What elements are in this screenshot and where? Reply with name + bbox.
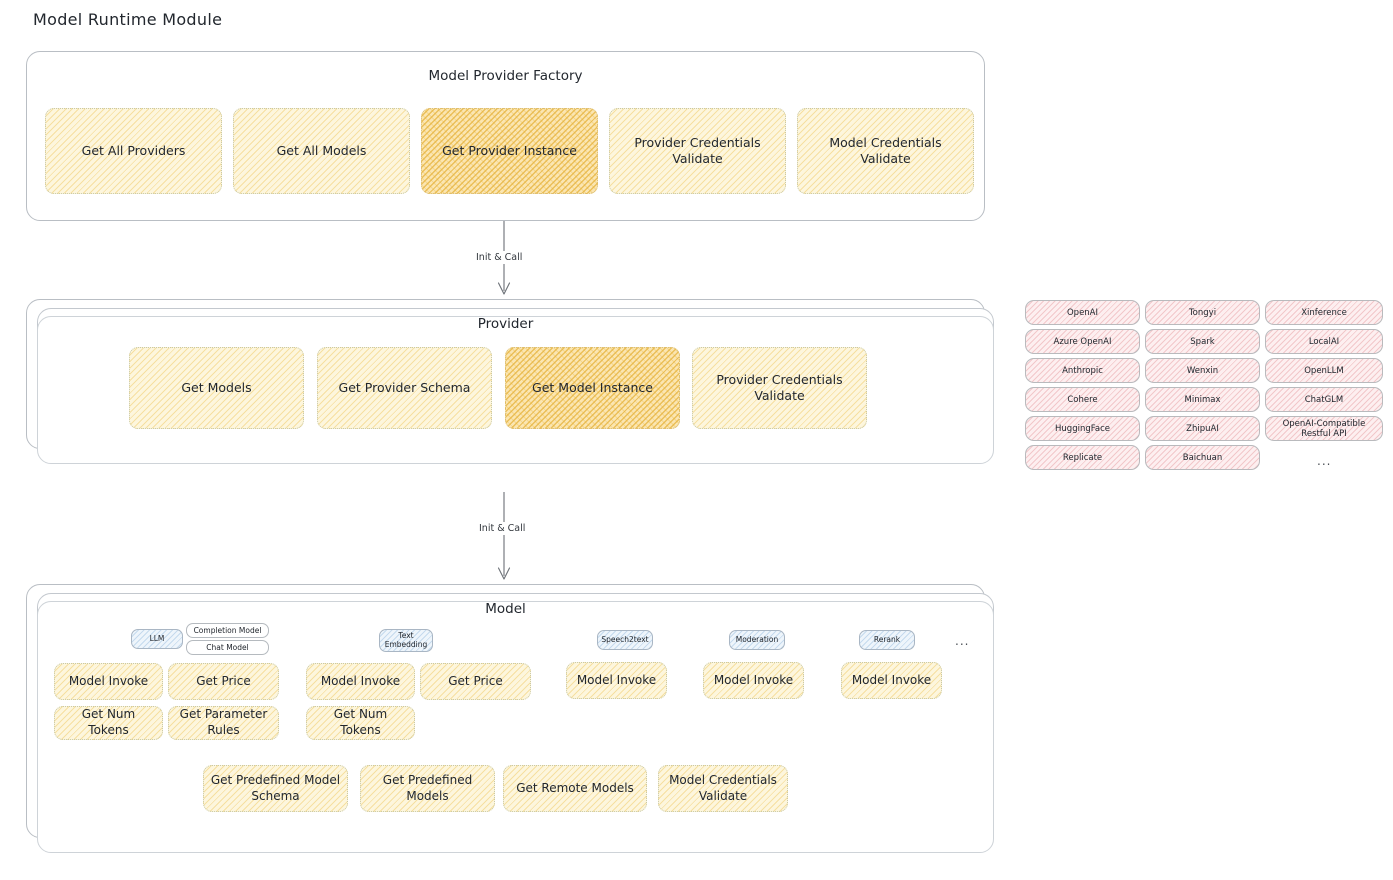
factory-node-get-provider-instance[interactable]: Get Provider Instance [421,108,598,194]
provider-title: Provider [477,316,534,332]
model-node-text-embedding-get-num-tokens[interactable]: Get Num Tokens [306,706,415,740]
model-node-model-credentials-validate[interactable]: Model Credentials Validate [658,765,788,812]
provider-node-get-model-instance[interactable]: Get Model Instance [505,347,680,429]
model-title: Model [485,601,526,617]
factory-node-model-credentials-validate[interactable]: Model Credentials Validate [797,108,974,194]
provider-chip-azure-openai[interactable]: Azure OpenAI [1025,329,1140,354]
arrow-provider-to-model [497,492,511,580]
model-node-llm-get-parameter-rules[interactable]: Get Parameter Rules [168,706,279,740]
factory-node-get-all-providers[interactable]: Get All Providers [45,108,222,194]
model-node-llm-get-price[interactable]: Get Price [168,663,279,700]
model-node-speech2text-model-invoke[interactable]: Model Invoke [566,662,667,699]
provider-chip-replicate[interactable]: Replicate [1025,445,1140,470]
model-node-text-embedding-model-invoke[interactable]: Model Invoke [306,663,415,700]
provider-chip-spark[interactable]: Spark [1145,329,1260,354]
model-type-tag-rerank[interactable]: Rerank [859,630,915,650]
provider-chip-anthropic[interactable]: Anthropic [1025,358,1140,383]
provider-chip-chatglm[interactable]: ChatGLM [1265,387,1383,412]
provider-node-provider-credentials-validate[interactable]: Provider Credentials Validate [692,347,867,429]
model-node-llm-get-num-tokens[interactable]: Get Num Tokens [54,706,163,740]
provider-chip-minimax[interactable]: Minimax [1145,387,1260,412]
model-node-moderation-model-invoke[interactable]: Model Invoke [703,662,804,699]
provider-chip-huggingface[interactable]: HuggingFace [1025,416,1140,441]
provider-list-more-dots: ... [1317,454,1332,468]
provider-chip-wenxin[interactable]: Wenxin [1145,358,1260,383]
arrow-label-init-and-call-2: Init & Call [475,522,530,535]
factory-title: Model Provider Factory [428,68,583,84]
model-panel: Model LLM Completion Model Chat Model Mo… [26,584,994,853]
provider-chip-cohere[interactable]: Cohere [1025,387,1140,412]
provider-chip-xinference[interactable]: Xinference [1265,300,1383,325]
factory-node-get-all-models[interactable]: Get All Models [233,108,410,194]
provider-chip-localai[interactable]: LocalAI [1265,329,1383,354]
model-node-llm-model-invoke[interactable]: Model Invoke [54,663,163,700]
model-type-tag-text-embedding[interactable]: Text Embedding [379,629,433,652]
factory-node-provider-credentials-validate[interactable]: Provider Credentials Validate [609,108,786,194]
model-node-text-embedding-get-price[interactable]: Get Price [420,663,531,700]
provider-chip-baichuan[interactable]: Baichuan [1145,445,1260,470]
model-subtag-chat-model[interactable]: Chat Model [186,640,269,655]
model-node-get-remote-models[interactable]: Get Remote Models [503,765,647,812]
model-type-tag-llm[interactable]: LLM [131,629,183,649]
model-node-get-predefined-models[interactable]: Get Predefined Models [360,765,495,812]
model-provider-factory-panel: Model Provider Factory Get All Providers… [26,51,985,221]
provider-node-get-models[interactable]: Get Models [129,347,304,429]
arrow-label-init-and-call-1: Init & Call [472,251,527,264]
page-title: Model Runtime Module [33,10,223,29]
model-types-more-dots: ... [955,634,970,648]
provider-node-get-provider-schema[interactable]: Get Provider Schema [317,347,492,429]
provider-chip-tongyi[interactable]: Tongyi [1145,300,1260,325]
model-node-get-predefined-model-schema[interactable]: Get Predefined Model Schema [203,765,348,812]
model-subtag-completion-model[interactable]: Completion Model [186,623,269,638]
provider-chip-openai[interactable]: OpenAI [1025,300,1140,325]
provider-chip-openai-compatible-restful-api[interactable]: OpenAI-Compatible Restful API [1265,416,1383,441]
model-type-tag-speech2text[interactable]: Speech2text [597,630,653,650]
provider-list: OpenAI Azure OpenAI Anthropic Cohere Hug… [1025,300,1383,475]
model-node-rerank-model-invoke[interactable]: Model Invoke [841,662,942,699]
model-type-tag-moderation[interactable]: Moderation [729,630,785,650]
provider-chip-openllm[interactable]: OpenLLM [1265,358,1383,383]
provider-chip-zhipuai[interactable]: ZhipuAI [1145,416,1260,441]
provider-panel: Provider Get Models Get Provider Schema … [26,299,994,464]
